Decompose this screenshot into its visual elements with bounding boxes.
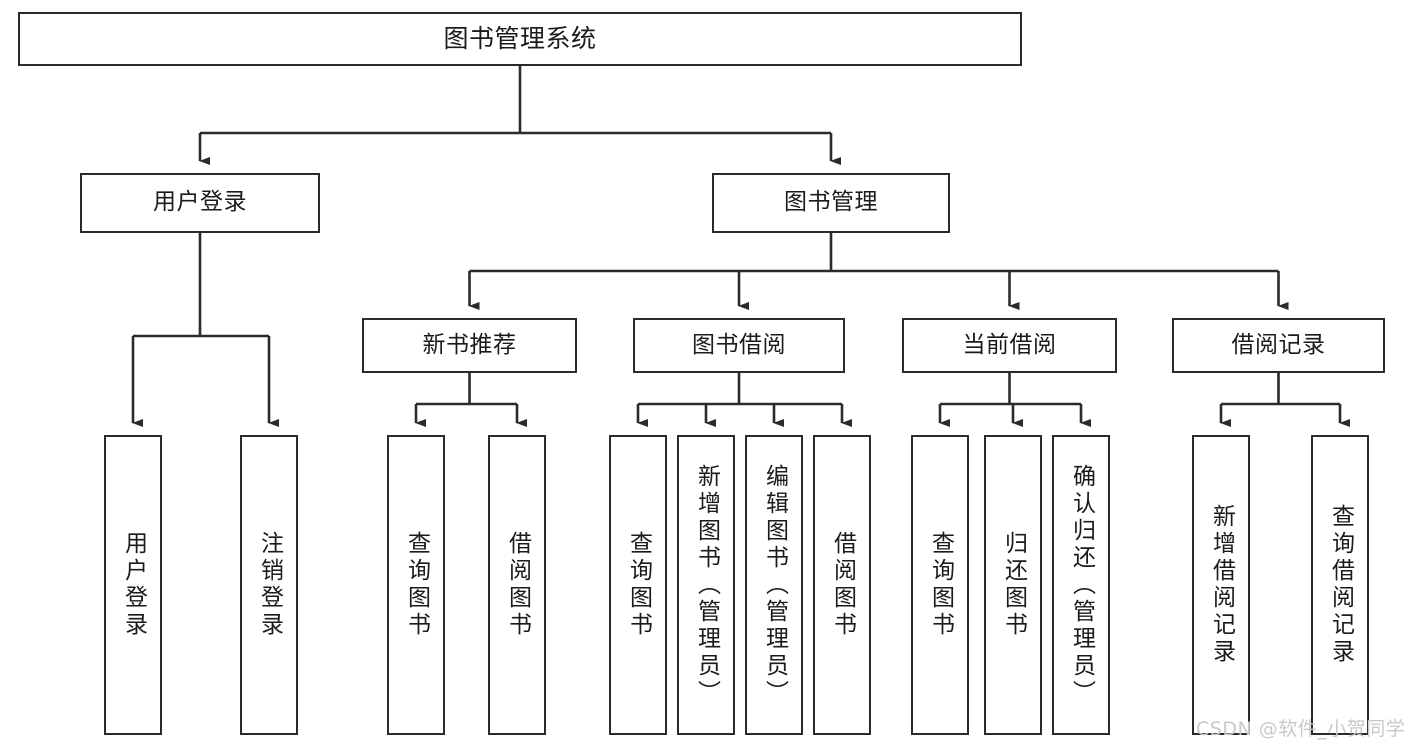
- node-borrow-record[interactable]: 借阅记录: [1172, 318, 1385, 373]
- node-label-leaf-query-book-3: 查询图书: [927, 531, 954, 639]
- node-book-manage[interactable]: 图书管理: [712, 173, 950, 233]
- node-current-borrow[interactable]: 当前借阅: [902, 318, 1117, 373]
- node-label-new-book-recommend: 新书推荐: [422, 331, 517, 358]
- node-leaf-add-book[interactable]: 新增图书（管理员）: [677, 435, 735, 735]
- node-leaf-return-book[interactable]: 归还图书: [984, 435, 1042, 735]
- node-book-borrow[interactable]: 图书借阅: [633, 318, 845, 373]
- node-leaf-confirm-return[interactable]: 确认归还（管理员）: [1052, 435, 1110, 735]
- node-label-leaf-query-book-1: 查询图书: [403, 531, 430, 639]
- node-leaf-query-book-2[interactable]: 查询图书: [609, 435, 667, 735]
- node-label-leaf-add-record: 新增借阅记录: [1208, 504, 1235, 666]
- node-label-leaf-return-book: 归还图书: [1000, 531, 1027, 639]
- node-label-leaf-edit-book: 编辑图书（管理员）: [761, 463, 788, 707]
- node-leaf-borrow-book-1[interactable]: 借阅图书: [488, 435, 546, 735]
- node-label-leaf-borrow-book-2: 借阅图书: [829, 531, 856, 639]
- node-leaf-add-record[interactable]: 新增借阅记录: [1192, 435, 1250, 735]
- node-leaf-edit-book[interactable]: 编辑图书（管理员）: [745, 435, 803, 735]
- node-label-leaf-confirm-return: 确认归还（管理员）: [1068, 463, 1095, 707]
- node-label-leaf-query-record: 查询借阅记录: [1327, 504, 1354, 666]
- node-label-leaf-query-book-2: 查询图书: [625, 531, 652, 639]
- node-leaf-borrow-book-2[interactable]: 借阅图书: [813, 435, 871, 735]
- node-label-leaf-user-login: 用户登录: [120, 531, 147, 639]
- node-leaf-query-record[interactable]: 查询借阅记录: [1311, 435, 1369, 735]
- node-leaf-user-login[interactable]: 用户登录: [104, 435, 162, 735]
- node-label-borrow-record: 借阅记录: [1231, 331, 1326, 358]
- node-label-leaf-add-book: 新增图书（管理员）: [693, 463, 720, 707]
- node-user-login[interactable]: 用户登录: [80, 173, 320, 233]
- node-label-user-login: 用户登录: [153, 189, 247, 216]
- node-label-leaf-borrow-book-1: 借阅图书: [504, 531, 531, 639]
- node-new-book-recommend[interactable]: 新书推荐: [362, 318, 577, 373]
- node-leaf-query-book-1[interactable]: 查询图书: [387, 435, 445, 735]
- connector-group: [131, 66, 1351, 428]
- node-label-current-borrow: 当前借阅: [962, 331, 1057, 358]
- node-label-root: 图书管理系统: [443, 24, 597, 54]
- node-label-book-manage: 图书管理: [784, 189, 878, 216]
- node-root[interactable]: 图书管理系统: [18, 12, 1022, 66]
- node-leaf-query-book-3[interactable]: 查询图书: [911, 435, 969, 735]
- node-label-leaf-logout: 注销登录: [256, 531, 283, 639]
- node-leaf-logout[interactable]: 注销登录: [240, 435, 298, 735]
- node-label-book-borrow: 图书借阅: [692, 331, 786, 358]
